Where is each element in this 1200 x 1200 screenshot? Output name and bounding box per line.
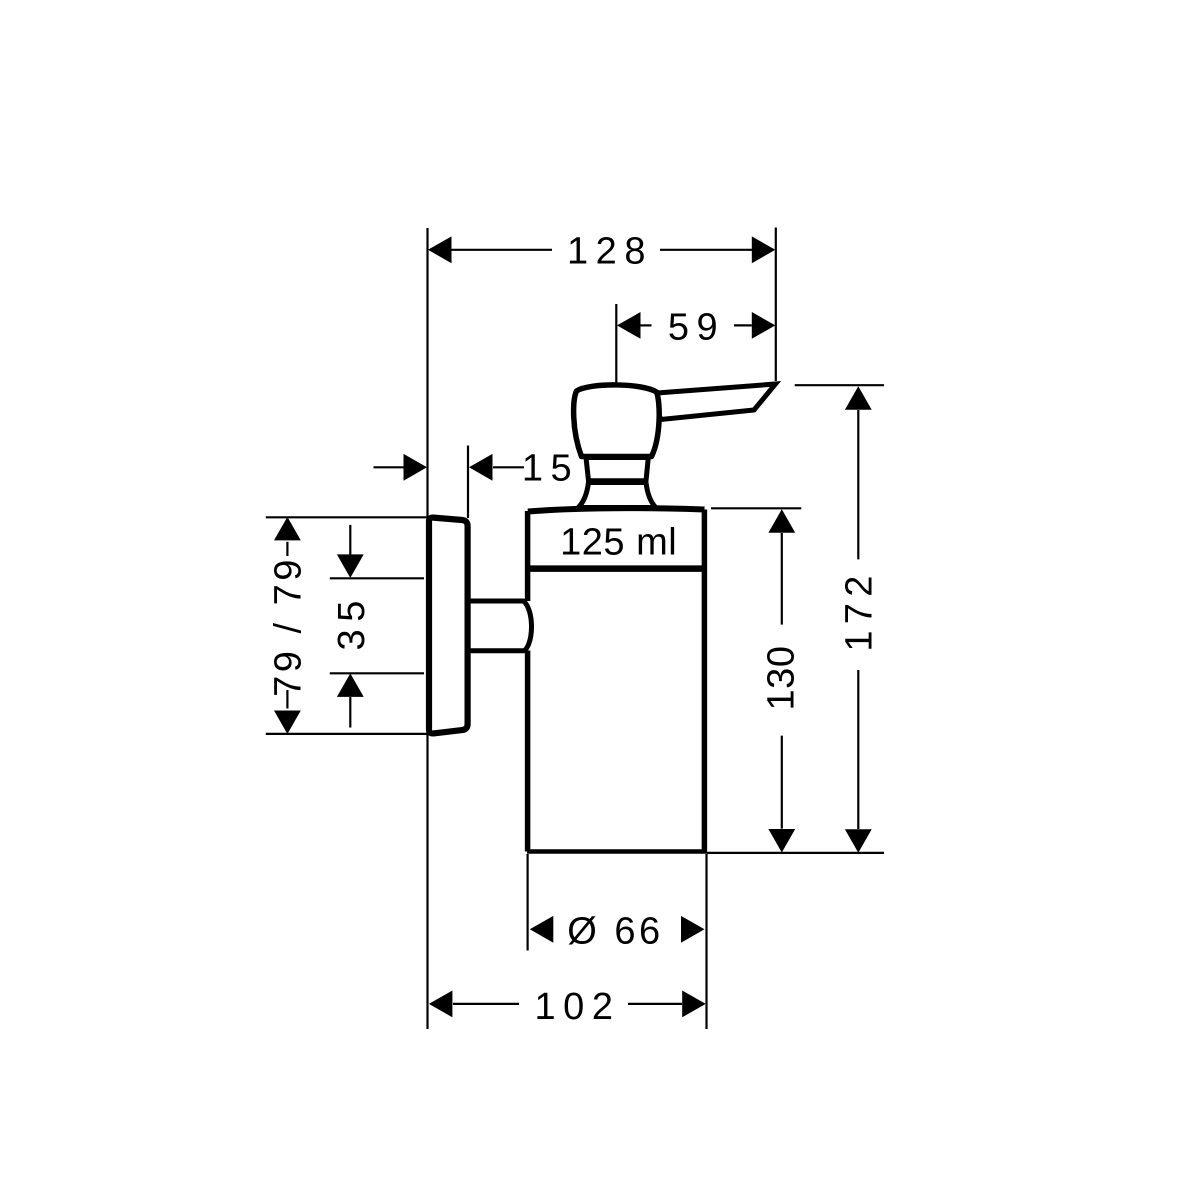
- svg-text:15: 15: [522, 448, 579, 490]
- svg-text:172: 172: [839, 569, 881, 651]
- svg-text:79 / 79: 79 / 79: [268, 556, 310, 697]
- svg-text:59: 59: [668, 307, 725, 349]
- svg-text:128: 128: [567, 230, 653, 272]
- svg-text:35: 35: [331, 593, 373, 650]
- svg-text:102: 102: [535, 986, 621, 1028]
- svg-text:125 ml: 125 ml: [560, 521, 677, 563]
- svg-text:Ø 66: Ø 66: [567, 911, 663, 953]
- svg-text:130: 130: [760, 646, 802, 711]
